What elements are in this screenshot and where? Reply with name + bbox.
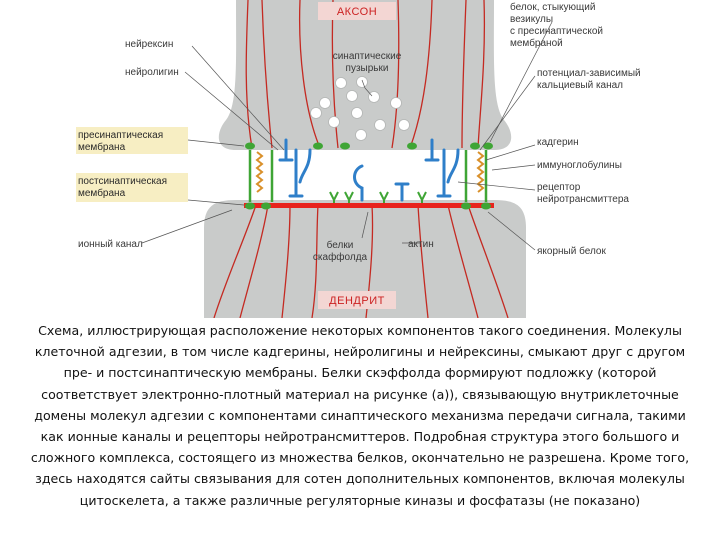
dendrite-title-box: [318, 291, 396, 309]
axon-title-box: [318, 2, 396, 20]
label-presynaptic-membrane-1: пресинаптическая: [78, 130, 163, 141]
label-ion-channel: ионный канал: [78, 239, 143, 250]
leader-lines: [141, 21, 553, 251]
synapse-diagram: АКСОН ДЕНДРИТ нейрексин нейролигин преси…: [76, 0, 641, 318]
synaptic-vesicles: [310, 76, 410, 141]
blue-receptors: [278, 138, 460, 202]
axon-terminal: [218, 0, 512, 150]
label-postsynaptic-membrane-1: постсинаптическая: [78, 176, 167, 187]
figure-caption: Схема, иллюстрирующая расположение некот…: [30, 323, 690, 508]
label-calcium-channel-2: кальциевый канал: [537, 80, 623, 91]
axon-actin-filaments: [245, 0, 486, 149]
label-vesicle-protein-1: белок, стыкующий: [510, 1, 595, 13]
label-cadherin: кадгерин: [537, 137, 579, 148]
postsynaptic-membrane-box: [76, 173, 188, 202]
dendrite-title: ДЕНДРИТ: [329, 295, 385, 307]
cadherin-coils: [255, 151, 485, 193]
label-scaffold-2: скаффолда: [313, 251, 368, 263]
label-actin: актин: [408, 239, 434, 250]
dendrite-actin-filaments: [213, 204, 509, 318]
label-calcium-channel-1: потенциал-зависимый: [537, 68, 641, 79]
adhesion-molecules: [248, 150, 488, 202]
label-vesicle-protein-3: с пресинаптической: [510, 26, 603, 37]
label-postsynaptic-membrane-2: мембрана: [78, 187, 126, 199]
label-receptor-2: нейротрансмиттера: [537, 194, 629, 205]
label-scaffold-1: белки: [327, 239, 354, 251]
label-receptor-1: рецептор: [537, 182, 581, 193]
label-synaptic-vesicles-2: пузырьки: [346, 63, 389, 74]
label-vesicle-protein-4: мембраной: [510, 37, 563, 49]
presynaptic-proteins: [245, 142, 493, 150]
scaffold-protein-bar: [244, 203, 494, 208]
label-presynaptic-membrane-2: мембрана: [78, 141, 126, 153]
label-synaptic-vesicles-1: синаптические: [333, 51, 402, 62]
anchor-proteins: [245, 202, 491, 210]
presynaptic-membrane-box: [76, 127, 188, 154]
label-vesicle-protein-2: везикулы: [510, 14, 553, 25]
label-neurexin: нейрексин: [125, 39, 173, 50]
axon-title: АКСОН: [337, 6, 377, 18]
label-immunoglobulins: иммуноглобулины: [537, 159, 622, 171]
label-anchor-protein: якорный белок: [537, 245, 606, 257]
label-neuroligin: нейролигин: [125, 67, 179, 78]
